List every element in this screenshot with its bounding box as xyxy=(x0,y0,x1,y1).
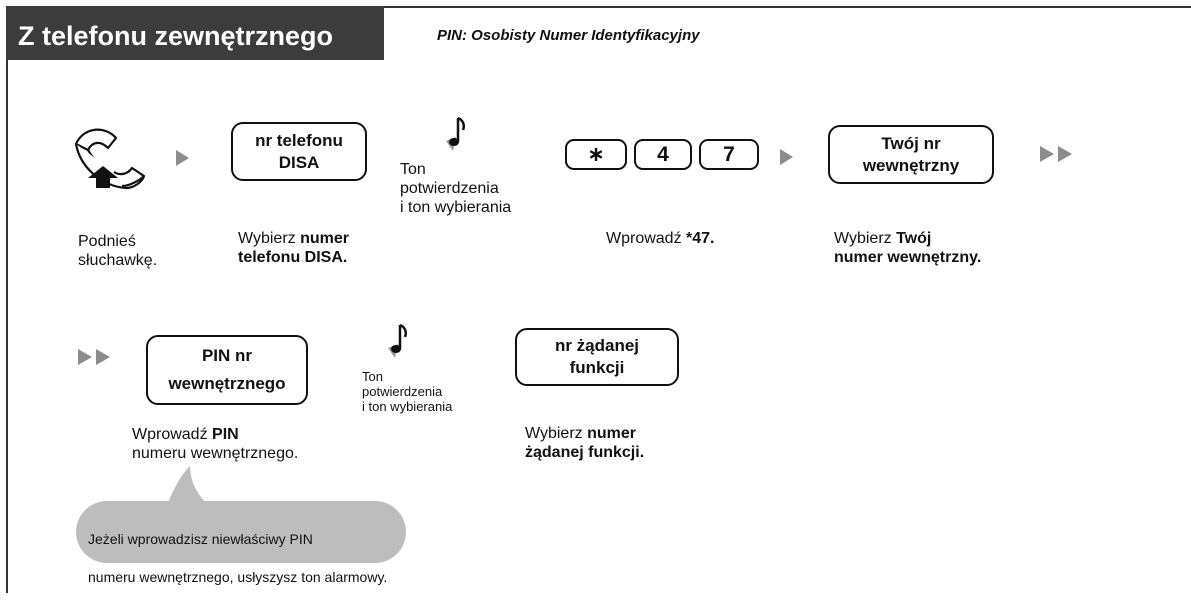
frame-left-border xyxy=(6,6,8,593)
music-note-icon xyxy=(386,322,410,360)
key-7: 7 xyxy=(699,139,759,170)
tone-label-2: Ton potwierdzenia i ton wybierania xyxy=(362,369,453,414)
pin-box: PIN nr wewnętrznego xyxy=(146,335,308,405)
frame-top-border xyxy=(6,6,1191,8)
feature-number-box: nr żądanej funkcji xyxy=(515,328,679,386)
header-tab xyxy=(6,6,384,60)
disa-number-box: nr telefonu DISA xyxy=(231,122,367,181)
bubble-pointer xyxy=(160,466,220,511)
step6-caption: Wybierz numer żądanej funkcji. xyxy=(525,425,645,461)
arrow-right-icon xyxy=(176,150,189,166)
key-4: 4 xyxy=(634,139,692,170)
warning-bubble-text: Jeżeli wprowadzisz niewłaściwy PIN numer… xyxy=(88,531,388,585)
double-arrow-right-icon xyxy=(78,349,118,365)
step1-caption: Podnieś słuchawkę. xyxy=(78,233,158,269)
tone-label-1: Ton potwierdzenia i ton wybierania xyxy=(400,161,512,216)
handset-off-hook-icon xyxy=(70,124,166,190)
extension-number-box: Twój nr wewnętrzny xyxy=(828,125,994,184)
warning-bubble xyxy=(76,501,406,563)
key-asterisk: ∗ xyxy=(565,139,627,170)
step5-caption: Wprowadź PIN numeru wewnętrznego. xyxy=(132,426,299,462)
step4-caption: Wybierz Twój numer wewnętrzny. xyxy=(834,230,982,266)
arrow-right-icon xyxy=(780,149,793,165)
double-arrow-right-icon xyxy=(1040,146,1080,162)
step3-caption: Wprowadź *47. xyxy=(606,230,715,247)
page-title: Z telefonu zewnętrznego xyxy=(18,21,334,51)
pin-definition-note: PIN: Osobisty Numer Identyfikacyjny xyxy=(437,27,700,44)
step2-caption: Wybierz numer telefonu DISA. xyxy=(238,230,349,266)
music-note-icon xyxy=(444,115,468,153)
